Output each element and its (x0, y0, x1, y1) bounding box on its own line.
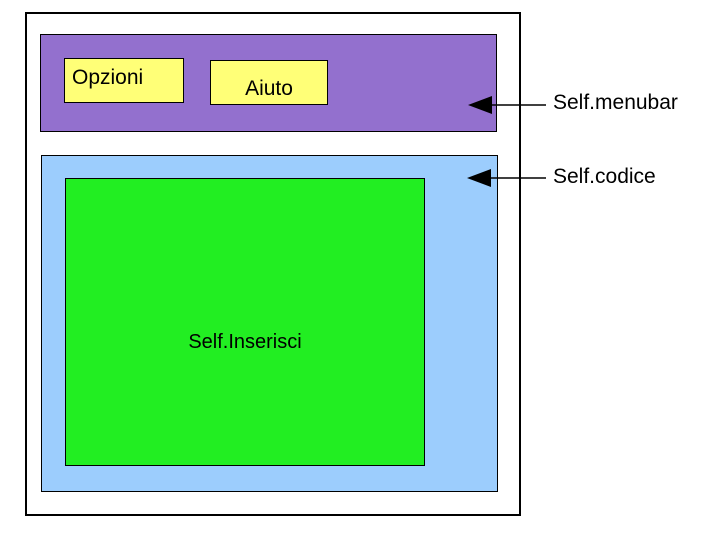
inserisci-region[interactable]: Self.Inserisci (65, 178, 425, 466)
callout-label-codice: Self.codice (553, 165, 656, 188)
callout-label-menubar: Self.menubar (553, 91, 678, 114)
menu-button-opzioni-label: Opzioni (72, 66, 144, 89)
menu-button-opzioni[interactable]: Opzioni (64, 58, 184, 103)
menu-button-aiuto[interactable]: Aiuto (210, 60, 328, 105)
menu-button-aiuto-label: Aiuto (245, 77, 293, 100)
inserisci-label: Self.Inserisci (188, 331, 302, 353)
